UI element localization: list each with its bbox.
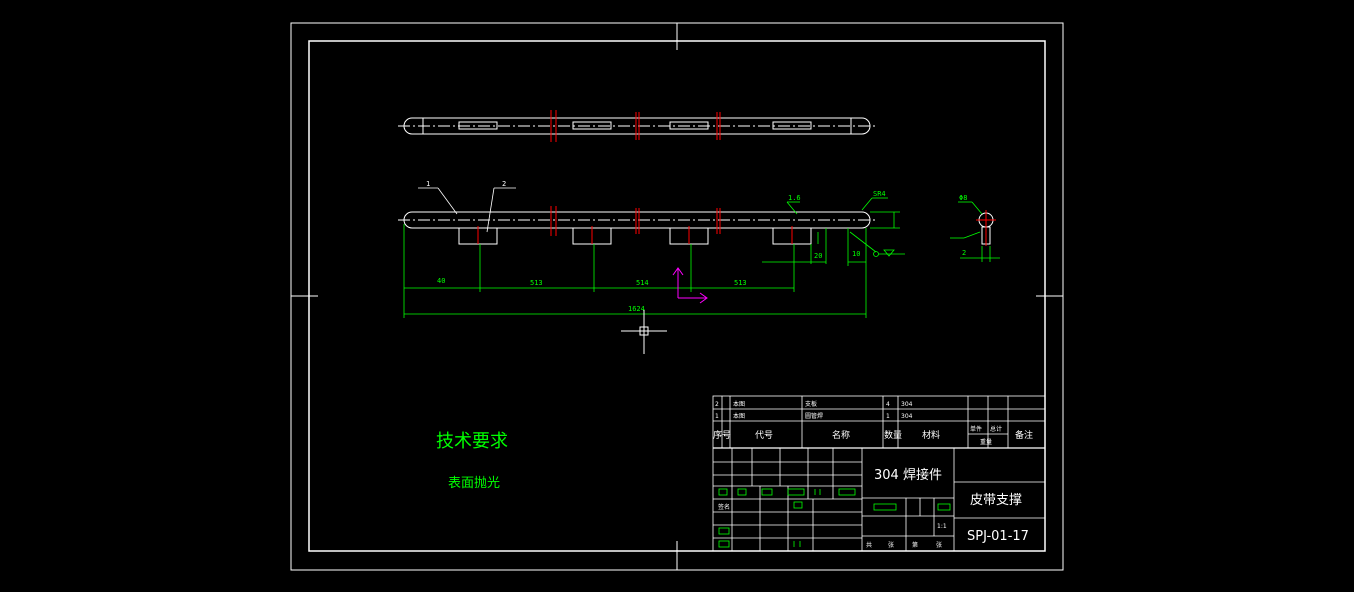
cursor-crosshair-icon	[621, 310, 667, 354]
dim-40: 40	[437, 277, 445, 285]
dim-sr4: SR4	[873, 190, 886, 198]
bom-row2-no: 2	[715, 401, 719, 408]
header-seq: 序号	[713, 429, 731, 441]
bom-row1-code: 本图	[733, 412, 745, 420]
bom-row1-no: 1	[715, 413, 719, 420]
top-view	[398, 110, 875, 142]
dim-513-b: 513	[734, 279, 747, 287]
header-code: 代号	[755, 430, 773, 441]
header-remark: 备注	[1015, 429, 1033, 441]
title-block-fields	[718, 488, 951, 548]
bom-row1-name: 圆管焊	[805, 412, 823, 420]
notes-title: 技术要求	[436, 431, 508, 452]
dim-514: 514	[636, 279, 649, 287]
side-2: 2	[962, 249, 966, 257]
drawing-number: SPJ-01-17	[967, 529, 1029, 544]
sheet-count-left: 共	[866, 541, 872, 549]
header-name: 名称	[832, 429, 850, 441]
header-weight: 重量	[980, 438, 992, 446]
dim-20: 20	[814, 252, 822, 260]
callout-2: 2	[502, 180, 506, 188]
bom-row1-qty: 1	[886, 413, 890, 420]
sheet-count-mid: 张	[888, 541, 894, 549]
header-qty: 数量	[884, 429, 902, 441]
sheet-count-end: 张	[936, 541, 942, 549]
title-block	[712, 395, 1046, 552]
material-spec: 304 焊接件	[874, 467, 942, 483]
callout-leaders	[418, 187, 516, 233]
bom-row2-material: 304	[901, 401, 913, 408]
header-material: 材料	[922, 429, 940, 441]
dim-roughness: 1.6	[788, 194, 801, 202]
notes-body: 表面抛光	[448, 476, 500, 491]
sign-label: 签名	[718, 503, 730, 511]
header-unit: 单件	[970, 425, 982, 433]
bom-row1-material: 304	[901, 413, 913, 420]
side-dia: Φ8	[959, 194, 967, 202]
sheet-count-right: 第	[912, 541, 918, 549]
sheet-border	[290, 22, 1064, 571]
header-total: 总计	[990, 425, 1002, 433]
scale: 1:1	[937, 523, 947, 530]
bom-row2-code: 本图	[733, 400, 745, 408]
dim-513-a: 513	[530, 279, 543, 287]
callout-1: 1	[426, 180, 430, 188]
dimension-lines	[403, 197, 905, 318]
dim-total: 1624	[628, 305, 645, 313]
front-view	[398, 206, 875, 245]
bom-row2-name: 支板	[805, 400, 817, 408]
side-view	[950, 201, 1000, 262]
ucs-icon	[672, 267, 708, 304]
bom-row2-qty: 4	[886, 401, 890, 408]
part-name: 皮带支撑	[970, 493, 1022, 508]
dim-10: 10	[852, 250, 860, 258]
